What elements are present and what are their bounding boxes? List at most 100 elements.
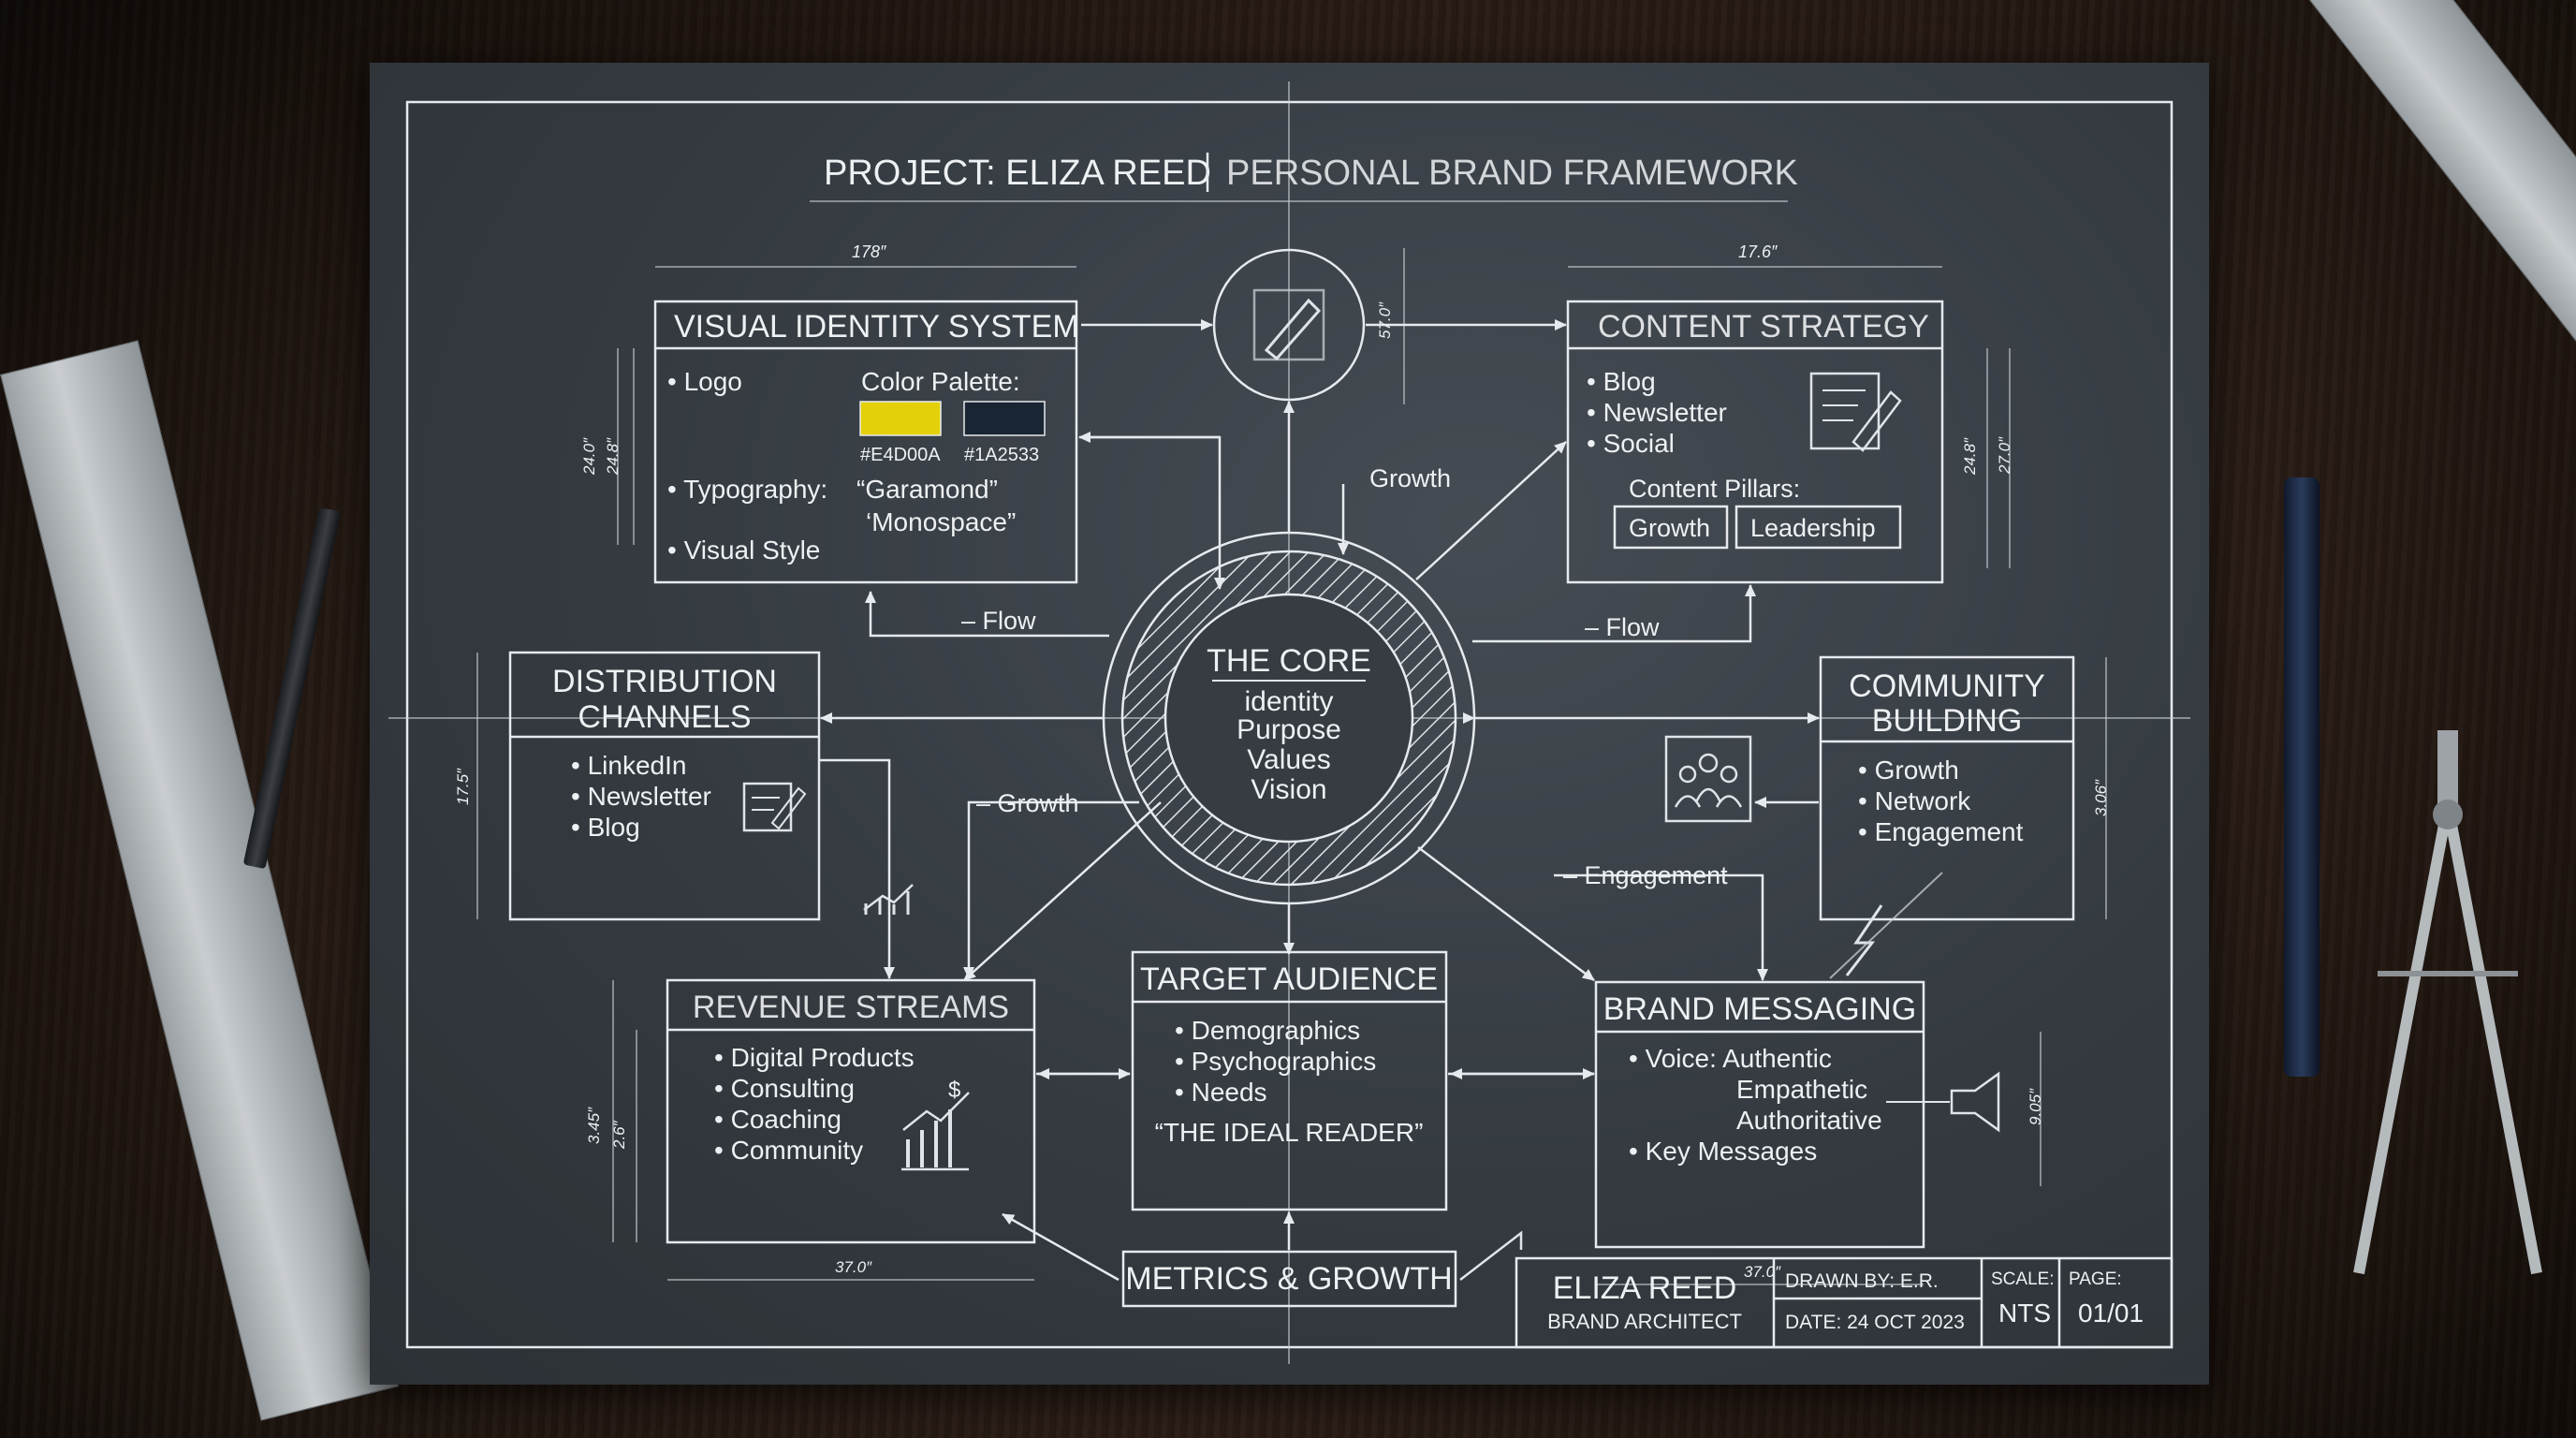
- content-h1-dim: 24.8″: [1961, 437, 1979, 476]
- messaging-h-dim: 9.05″: [2027, 1088, 2044, 1125]
- audience-psychographics: • Psychographics: [1175, 1047, 1376, 1076]
- framework-title: PERSONAL BRAND FRAMEWORK: [1226, 154, 1798, 193]
- blueprint-sheet: PROJECT: ELIZA REED PERSONAL BRAND FRAME…: [370, 63, 2209, 1385]
- core-values: Values: [1247, 744, 1331, 775]
- distribution-blog: • Blog: [571, 813, 640, 842]
- swatch-navy-label: #1A2533: [964, 445, 1039, 465]
- font-monospace: ‘Monospace”: [866, 507, 1016, 536]
- title-block-scale-value: NTS: [1998, 1299, 2051, 1328]
- typography-label: • Typography:: [667, 475, 827, 504]
- title-block-date: DATE: 24 OCT 2023: [1785, 1312, 1965, 1333]
- people-group-icon: [1664, 735, 1752, 823]
- core-vision: Vision: [1251, 774, 1326, 805]
- target-audience-box: TARGET AUDIENCE • Demographics • Psychog…: [1131, 950, 1448, 1211]
- project-title: PROJECT: ELIZA REED: [824, 154, 1211, 193]
- title-block-drawn-by: DRAWN BY: E.R.: [1785, 1270, 1939, 1292]
- audience-needs: • Needs: [1175, 1078, 1267, 1107]
- content-item-blog: • Blog: [1587, 367, 1656, 396]
- messaging-empathetic: Empathetic: [1736, 1075, 1867, 1104]
- visual-style-item: • Visual Style: [667, 536, 820, 565]
- distribution-h-dim: 17.5″: [454, 768, 472, 805]
- community-h-dim: 3.06″: [2092, 779, 2110, 816]
- title-block-role: BRAND ARCHITECT: [1547, 1310, 1742, 1333]
- community-growth: • Growth: [1858, 756, 1959, 785]
- swatch-navy: [963, 401, 1046, 436]
- community-engagement: • Engagement: [1858, 817, 2024, 846]
- left-pencil: [242, 506, 342, 870]
- lightning-icon: [1829, 872, 1943, 979]
- community-title-2: BUILDING: [1872, 703, 2023, 739]
- distribution-channels-box: DISTRIBUTION CHANNELS • LinkedIn • Newsl…: [454, 651, 821, 921]
- brand-messaging-box: BRAND MESSAGING • Voice: Authentic Empat…: [1594, 980, 2044, 1285]
- core-circle: THE CORE identity Purpose Values Vision: [1102, 531, 1476, 905]
- content-h2-dim: 27.0″: [1996, 436, 2013, 475]
- visual-identity-h2-dim: 24.8″: [604, 437, 622, 476]
- title-block-scale-label: SCALE:: [1991, 1269, 2055, 1289]
- logo-item: • Logo: [667, 367, 742, 396]
- metrics-growth-box: METRICS & GROWTH: [1121, 1250, 1457, 1308]
- community-network: • Network: [1858, 786, 1971, 815]
- title-block-page-label: PAGE:: [2069, 1269, 2122, 1289]
- design-icon-circle: 57.0″: [1212, 248, 1405, 404]
- visual-identity-width-dim: 178″: [852, 242, 886, 261]
- revenue-streams-box: REVENUE STREAMS • Digital Products • Con…: [585, 978, 1036, 1281]
- revenue-title: REVENUE STREAMS: [693, 990, 1009, 1025]
- core-title: THE CORE: [1207, 643, 1371, 679]
- messaging-key: • Key Messages: [1629, 1137, 1817, 1166]
- pillar-leadership-box: [1734, 505, 1902, 550]
- svg-text:$: $: [948, 1078, 960, 1103]
- revenue-digital-products: • Digital Products: [714, 1043, 915, 1072]
- growth-chart-icon: $: [901, 1078, 970, 1171]
- color-palette-label: Color Palette:: [861, 367, 1020, 396]
- revenue-consulting: • Consulting: [714, 1074, 855, 1103]
- content-pillars-label: Content Pillars:: [1629, 475, 1800, 503]
- revenue-width-dim: 37.0″: [835, 1258, 872, 1276]
- drafting-compass: [2340, 730, 2565, 1292]
- revenue-h1-dim: 3.45″: [585, 1107, 603, 1144]
- messaging-authoritative: Authoritative: [1736, 1106, 1882, 1135]
- icon-height-dim: 57.0″: [1376, 301, 1394, 339]
- revenue-community: • Community: [714, 1136, 863, 1165]
- title-block-name: ELIZA REED: [1553, 1270, 1737, 1306]
- core-purpose: Purpose: [1237, 714, 1341, 745]
- visual-identity-h1-dim: 24.0″: [580, 437, 598, 476]
- messaging-width-dim: 37.0″: [1744, 1263, 1781, 1281]
- megaphone-icon: [1886, 1071, 2000, 1133]
- connectors: [819, 319, 1820, 1282]
- distribution-title-2: CHANNELS: [578, 699, 751, 735]
- content-strategy-box: CONTENT STRATEGY • Blog • Newsletter • S…: [1566, 242, 2013, 584]
- pillar-growth-box: [1613, 505, 1729, 550]
- mechanical-pencil: [2284, 477, 2320, 1077]
- content-strategy-title: CONTENT STRATEGY: [1598, 309, 1929, 345]
- core-identity: identity: [1244, 686, 1333, 717]
- visual-identity-title: VISUAL IDENTITY SYSTEM: [674, 309, 1079, 345]
- visual-identity-box: VISUAL IDENTITY SYSTEM • Logo Color Pale…: [580, 242, 1079, 584]
- content-item-social: • Social: [1587, 429, 1675, 458]
- ideal-reader: “THE IDEAL READER”: [1155, 1118, 1424, 1147]
- pillar-leadership: Leadership: [1750, 514, 1876, 542]
- newsletter-edit-icon: [742, 782, 807, 832]
- title-block-page-value: 01/01: [2078, 1299, 2144, 1328]
- distribution-newsletter: • Newsletter: [571, 782, 711, 811]
- label-growth-top: Growth: [1369, 464, 1451, 492]
- distribution-title-1: DISTRIBUTION: [552, 664, 777, 699]
- label-growth-left: – Growth: [976, 789, 1079, 817]
- messaging-title: BRAND MESSAGING: [1603, 991, 1916, 1027]
- label-flow-left: – Flow: [961, 607, 1036, 635]
- document-edit-icon: [1809, 372, 1902, 452]
- messaging-voice: • Voice: Authentic: [1629, 1044, 1832, 1073]
- pencil-icon: [1264, 298, 1322, 361]
- audience-title: TARGET AUDIENCE: [1140, 961, 1438, 997]
- swatch-yellow: [859, 401, 942, 436]
- pillar-growth: Growth: [1629, 514, 1710, 542]
- blueprint-diagram: PROJECT: ELIZA REED PERSONAL BRAND FRAME…: [388, 81, 2190, 1364]
- community-title-1: COMMUNITY: [1849, 668, 2045, 704]
- metrics-title: METRICS & GROWTH: [1125, 1261, 1452, 1297]
- left-ruler: [0, 340, 400, 1421]
- content-width-dim: 17.6″: [1738, 242, 1778, 261]
- distribution-linkedin: • LinkedIn: [571, 751, 686, 780]
- title-block: ELIZA REED BRAND ARCHITECT DRAWN BY: E.R…: [1515, 1256, 2174, 1349]
- label-flow-right: – Flow: [1585, 613, 1660, 641]
- community-building-box: COMMUNITY BUILDING • Growth • Network • …: [1819, 655, 2110, 921]
- swatch-yellow-label: #E4D00A: [860, 445, 941, 465]
